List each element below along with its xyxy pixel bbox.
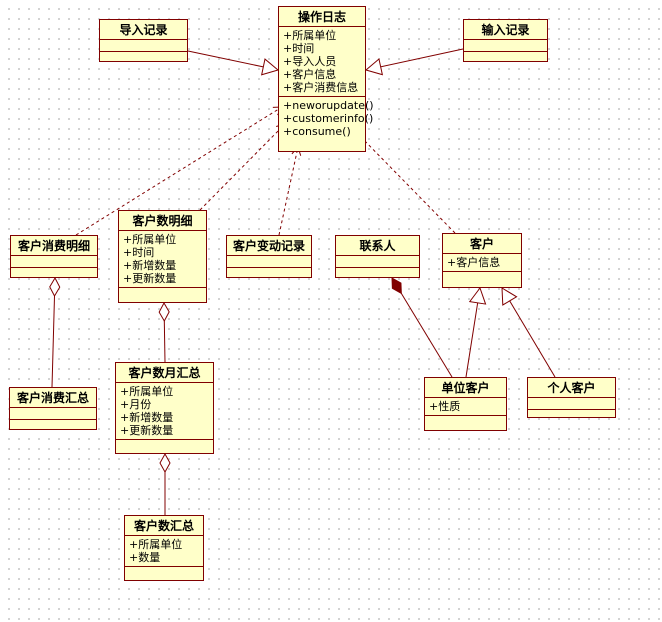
relation-generalization-unit_customer-to-customer-line: [465, 302, 479, 378]
attributes-compartment: [100, 40, 187, 52]
class-name: 输入记录: [464, 20, 547, 40]
class-name: 客户消费明细: [11, 236, 97, 256]
relation-aggregation-customer_count_monthly-to-customer_count_detail-line: [163, 320, 166, 363]
relation-generalization-input_record-to-operation_log-triangle-head: [364, 58, 384, 76]
operations-compartment: [528, 410, 615, 421]
class-name: 操作日志: [279, 7, 365, 27]
relation-generalization-unit_customer-to-customer-triangle-head: [468, 286, 487, 305]
operation: +consume(): [283, 125, 351, 138]
class-operation-log[interactable]: 操作日志+所属单位+时间+导入人员+客户信息+客户消费信息+neworupdat…: [278, 6, 374, 152]
operations-compartment: [227, 268, 311, 279]
class-name: 客户消费汇总: [10, 388, 96, 408]
class-customer-change-record[interactable]: 客户变动记录: [226, 235, 312, 278]
operations-compartment: [11, 268, 97, 279]
attribute: +导入人员: [283, 55, 337, 68]
relation-dependency-customer-to-operation_log-line: [355, 131, 456, 234]
class-customer-count-summary[interactable]: 客户数汇总+所属单位+数量: [124, 515, 204, 581]
attributes-compartment: +所属单位+时间+新增数量+更新数量: [119, 231, 206, 288]
attribute: +数量: [129, 551, 161, 564]
attribute: +所属单位: [123, 233, 177, 246]
attribute: +所属单位: [120, 385, 174, 398]
attribute: +性质: [429, 400, 461, 413]
attributes-compartment: [10, 408, 96, 420]
operations-compartment: [116, 440, 213, 451]
attributes-compartment: +性质: [425, 398, 506, 416]
attributes-compartment: [464, 40, 547, 52]
class-unit-customer[interactable]: 单位客户 +性质: [424, 377, 507, 431]
operation: +customerinfo(): [283, 112, 374, 125]
attribute: +更新数量: [123, 272, 177, 285]
attribute: +客户消费信息: [283, 81, 359, 94]
attribute: +月份: [120, 398, 152, 411]
attributes-compartment: +所属单位+时间+导入人员+客户信息+客户消费信息: [279, 27, 365, 97]
attribute: +新增数量: [123, 259, 177, 272]
operations-compartment: [464, 52, 547, 63]
relation-composition-unit_customer-to-contact-diamond: [391, 277, 402, 295]
class-name: 联系人: [336, 236, 419, 256]
relation-aggregation-customer_count_monthly-to-customer_count_detail-diamond: [158, 301, 170, 323]
attribute: +时间: [123, 246, 155, 259]
relation-aggregation-customer_count_summary-to-customer_count_monthly-diamond: [159, 452, 171, 474]
operations-compartment: [443, 272, 521, 283]
class-name: 客户数明细: [119, 211, 206, 231]
relation-dependency-customer_consume_detail-to-operation_log-line: [75, 106, 283, 236]
attributes-compartment: +所属单位+月份+新增数量+更新数量: [116, 383, 213, 440]
attribute: +客户信息: [447, 256, 501, 269]
attribute: +新增数量: [120, 411, 174, 424]
class-customer-count-monthly[interactable]: 客户数月汇总+所属单位+月份+新增数量+更新数量: [115, 362, 214, 454]
relation-generalization-individual_customer-to-customer-line: [509, 300, 556, 378]
attribute: +更新数量: [120, 424, 174, 437]
attributes-compartment: +所属单位+数量: [125, 536, 203, 567]
class-name: 客户数汇总: [125, 516, 203, 536]
relation-generalization-individual_customer-to-customer-triangle-head: [501, 287, 518, 306]
class-input-record[interactable]: 输入记录: [463, 19, 548, 62]
attribute: +客户信息: [283, 68, 337, 81]
relation-aggregation-customer_consume_summary-to-customer_consume_detail-line: [51, 295, 56, 388]
attribute: +所属单位: [129, 538, 183, 551]
relation-dependency-customer_change_record-to-operation_log-line: [278, 146, 299, 236]
class-individual-customer[interactable]: 个人客户: [527, 377, 616, 418]
attribute: +时间: [283, 42, 315, 55]
class-name: 单位客户: [425, 378, 506, 398]
operations-compartment: [125, 567, 203, 578]
class-name: 客户: [443, 234, 521, 254]
operation: +neworupdate(): [283, 99, 374, 112]
class-name: 客户变动记录: [227, 236, 311, 256]
relation-composition-unit_customer-to-contact-line: [400, 293, 453, 378]
attributes-compartment: [336, 256, 419, 268]
operations-compartment: [425, 416, 506, 427]
attribute: +所属单位: [283, 29, 337, 42]
class-name: 客户数月汇总: [116, 363, 213, 383]
class-import-record[interactable]: 导入记录: [99, 19, 188, 62]
relation-dependency-customer_count_detail-to-operation_log-line: [199, 123, 286, 211]
operations-compartment: [10, 420, 96, 431]
relation-generalization-import_record-to-operation_log-line: [187, 50, 264, 68]
operations-compartment: [336, 268, 419, 279]
class-customer[interactable]: 客户 +客户信息: [442, 233, 522, 288]
class-customer-consume-detail[interactable]: 客户消费明细: [10, 235, 98, 278]
relation-generalization-import_record-to-operation_log-triangle-head: [261, 58, 280, 76]
attributes-compartment: +客户信息: [443, 254, 521, 272]
class-customer-consume-summary[interactable]: 客户消费汇总: [9, 387, 97, 430]
relation-aggregation-customer_consume_summary-to-customer_consume_detail-diamond: [49, 276, 61, 298]
attributes-compartment: [227, 256, 311, 268]
attributes-compartment: [11, 256, 97, 268]
operations-compartment: +neworupdate()+customerinfo()+consume(): [279, 97, 374, 140]
class-name: 个人客户: [528, 378, 615, 398]
class-name: 导入记录: [100, 20, 187, 40]
operations-compartment: [119, 288, 206, 299]
class-contact[interactable]: 联系人: [335, 235, 420, 278]
operations-compartment: [100, 52, 187, 63]
attributes-compartment: [528, 398, 615, 410]
relation-generalization-input_record-to-operation_log-line: [380, 48, 464, 68]
class-customer-count-detail[interactable]: 客户数明细+所属单位+时间+新增数量+更新数量: [118, 210, 207, 303]
